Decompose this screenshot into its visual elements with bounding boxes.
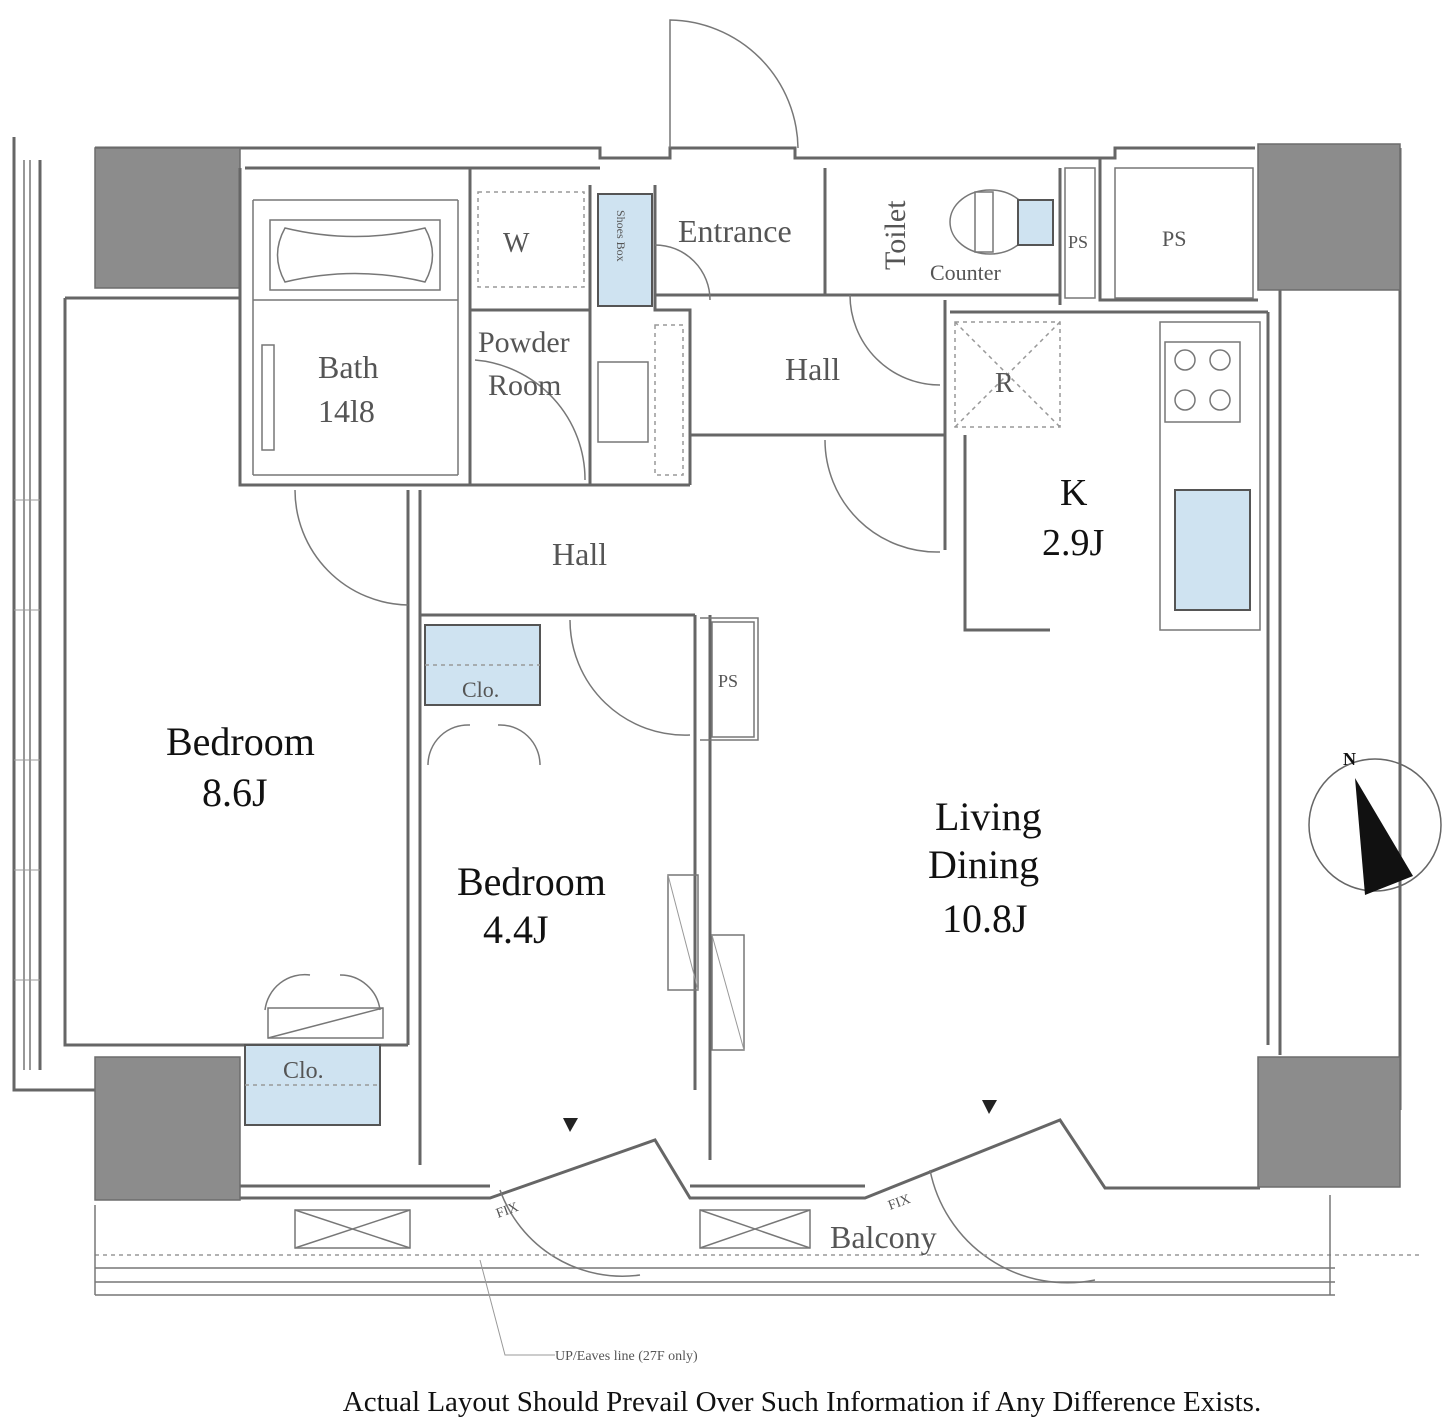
toilet-fixture [949, 189, 1054, 255]
counter-label: Counter [930, 260, 1002, 285]
west-windows [14, 160, 40, 1070]
kitchen-counter [1159, 321, 1261, 631]
disclaimer-text: Actual Layout Should Prevail Over Such I… [342, 1386, 1262, 1418]
room-labels: Bath 14l8 Powder Room W Shoes Box Entran… [166, 200, 1186, 1364]
powder-room-label-1: Powder [478, 326, 570, 359]
toilet-label: Toilet [879, 200, 912, 270]
eaves-note: UP/Eaves line (27F only) [555, 1349, 698, 1364]
bedroom-small-size: 4.4J [483, 907, 549, 952]
column-ne [1257, 143, 1401, 291]
ps-corner-label: PS [1162, 226, 1186, 251]
fix-left-label: FIX [494, 1200, 520, 1222]
ps-small-label: PS [1068, 232, 1088, 252]
kitchen-label: K [1060, 472, 1088, 514]
refrigerator-label: R [995, 368, 1014, 399]
bath-label: Bath [318, 349, 378, 385]
sliding-door-a [667, 874, 699, 991]
closet-large-label: Clo. [283, 1058, 324, 1084]
ps-mid-label: PS [718, 671, 738, 691]
compass: N [1308, 749, 1442, 895]
closet-small-label: Clo. [462, 677, 499, 702]
bathtub [261, 219, 441, 451]
balcony-label: Balcony [830, 1219, 937, 1255]
column-nw [94, 147, 241, 289]
north-arrow-icon [1355, 778, 1413, 895]
shoes-box [597, 193, 653, 307]
ps-shaft-mid [711, 621, 755, 738]
column-sw [94, 1056, 241, 1201]
interior-walls [63, 158, 1268, 1165]
kitchen-size: 2.9J [1042, 522, 1104, 564]
shoes-box-label: Shoes Box [614, 210, 628, 262]
living-label: Living [935, 794, 1042, 839]
hall-upper-label: Hall [785, 351, 840, 387]
ps-shaft-small [1064, 167, 1096, 299]
balcony-area [94, 1195, 1420, 1356]
bath-size: 14l8 [318, 393, 375, 429]
living-size: 10.8J [942, 896, 1028, 941]
hall-lower-label: Hall [552, 536, 607, 572]
bedroom-large-size: 8.6J [202, 770, 268, 815]
washer-space [477, 191, 585, 288]
compass-north-label: N [1343, 749, 1356, 769]
door-swings [264, 19, 1096, 1284]
sliding-door-b [711, 934, 745, 1051]
bedroom-small-label: Bedroom [457, 859, 606, 904]
fix-right-label: FIX [886, 1192, 912, 1214]
vanity-counter [654, 324, 684, 476]
vanity [597, 361, 649, 443]
bedroom-large-label: Bedroom [166, 719, 315, 764]
column-se [1257, 1056, 1401, 1188]
ps-shaft-corner [1114, 167, 1254, 299]
entrance-label: Entrance [678, 213, 792, 249]
exterior-walls [12, 137, 1402, 1200]
washer-label: W [503, 228, 530, 259]
powder-room-label-2: Room [488, 369, 561, 402]
dining-label: Dining [928, 842, 1039, 887]
